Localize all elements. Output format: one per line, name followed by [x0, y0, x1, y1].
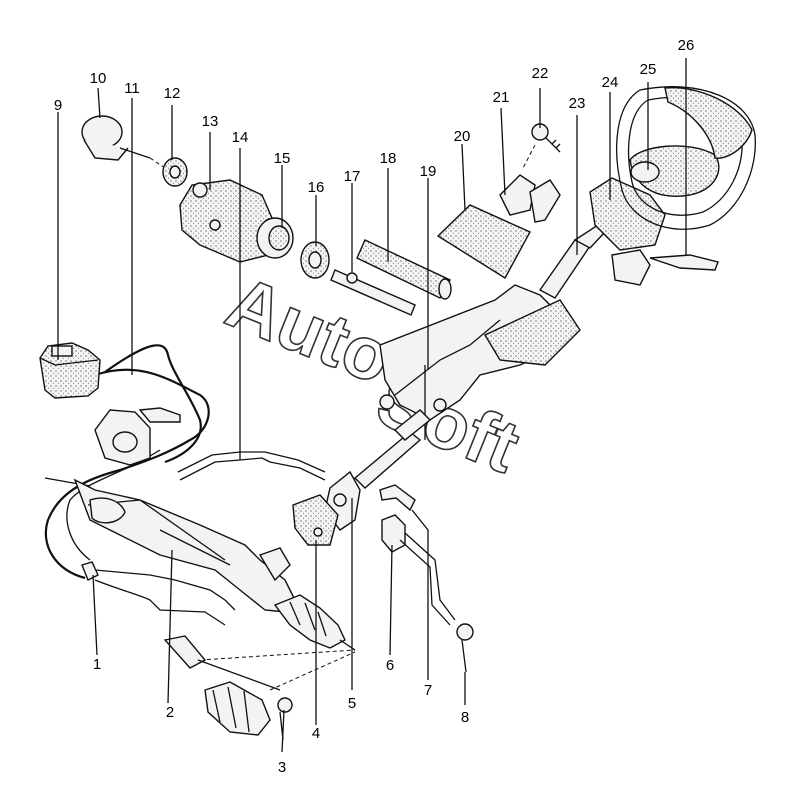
dust-boot-plate [292, 494, 339, 546]
rack-mount-bolt [81, 561, 99, 581]
callout-10: 10 [90, 70, 107, 87]
callout-1: 1 [93, 656, 101, 673]
power-steering-pump [94, 407, 181, 466]
callout-7: 7 [424, 682, 432, 699]
callout-23: 23 [569, 95, 586, 112]
rack-boot-left [204, 681, 271, 736]
ignition-key [521, 123, 561, 171]
callout-20: 20 [454, 128, 471, 145]
callout-numbers: 1 2 3 4 5 6 7 8 9 10 11 12 13 14 15 16 1… [54, 37, 695, 776]
trim-plate [436, 204, 531, 279]
tie-rod-guide [199, 649, 356, 691]
callout-8: 8 [461, 709, 469, 726]
horn-pad [664, 87, 753, 159]
lower-shaft [353, 409, 432, 489]
inner-tie-rod [163, 635, 281, 691]
leader-lines [57, 58, 687, 753]
rack-boot [273, 594, 356, 651]
callout-13: 13 [202, 113, 219, 130]
shaft-sleeve [356, 239, 452, 300]
stabilizer-bushing [381, 514, 406, 553]
callout-19: 19 [420, 163, 437, 180]
callout-9: 9 [54, 97, 62, 114]
column-bracket [379, 365, 447, 440]
callout-6: 6 [386, 657, 394, 674]
callout-17: 17 [344, 168, 361, 185]
bearing-ring [300, 241, 330, 279]
callout-15: 15 [274, 150, 291, 167]
intermediate-shaft [330, 269, 416, 316]
link-end [456, 623, 474, 673]
steering-rack-housing [73, 478, 296, 613]
callout-22: 22 [532, 65, 549, 82]
callout-3: 3 [278, 759, 286, 776]
ignition-housing [81, 115, 166, 169]
tie-rod-end [277, 697, 293, 741]
combination-switch [589, 177, 719, 286]
callout-2: 2 [166, 704, 174, 721]
callout-4: 4 [312, 725, 320, 742]
callout-25: 25 [640, 61, 657, 78]
return-pipe [177, 451, 326, 481]
stabilizer-link [399, 532, 456, 626]
callout-18: 18 [380, 150, 397, 167]
lock-cylinder [499, 174, 561, 223]
bearing-sleeve [256, 217, 294, 259]
callout-11: 11 [124, 80, 140, 97]
watermark-word-auto: Auto [216, 260, 403, 400]
reservoir [39, 342, 101, 399]
callout-14: 14 [232, 129, 249, 146]
ring-seal [162, 157, 188, 187]
bushing-clamp [379, 484, 416, 512]
callout-21: 21 [493, 89, 510, 106]
hydraulic-lines [44, 344, 236, 626]
callout-26: 26 [678, 37, 695, 54]
callout-24: 24 [602, 74, 619, 91]
callout-5: 5 [348, 695, 356, 712]
callout-12: 12 [164, 85, 181, 102]
callout-16: 16 [308, 179, 325, 196]
